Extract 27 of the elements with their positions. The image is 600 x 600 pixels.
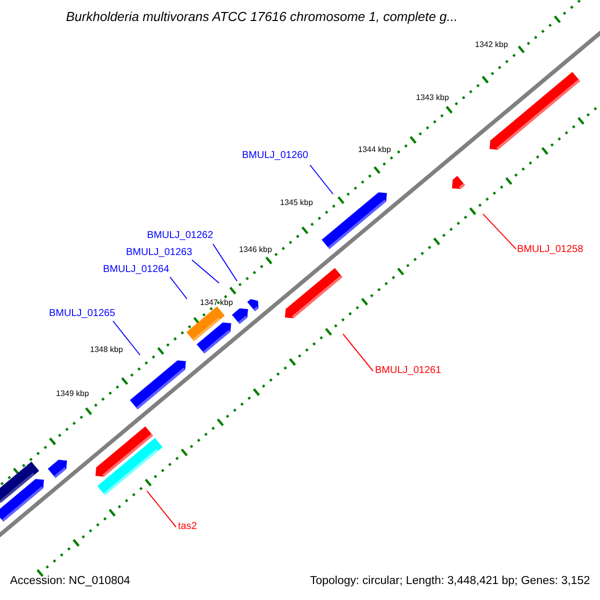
scale-label: 1344 kbp (358, 146, 391, 154)
genome-info-text: Topology: circular; Length: 3,448,421 bp; Genes: 3,152 (310, 576, 590, 588)
leader-line (342, 334, 374, 372)
gene-label: BMULJ_01263 (126, 248, 192, 258)
leader-line (170, 276, 188, 300)
scale-label: 1345 kbp (280, 199, 313, 207)
gene-label: BMULJ_01260 (242, 151, 308, 161)
gene-label: BMULJ_01264 (103, 265, 170, 275)
gene-label: BMULJ_01265 (49, 309, 116, 319)
leader-line (310, 164, 334, 194)
gene-label: tas2 (178, 522, 197, 532)
scale-label: 1346 kbp (239, 246, 272, 254)
scale-label: 1347 kbp (200, 299, 233, 307)
leader-line (212, 244, 238, 282)
accession-text: Accession: NC_010804 (10, 576, 130, 588)
scale-label: 1348 kbp (90, 346, 123, 354)
scale-label: 1349 kbp (56, 390, 89, 398)
leader-line (192, 260, 220, 284)
leader-line (146, 490, 176, 528)
gene-label: BMULJ_01258 (517, 245, 584, 255)
gene-label: BMULJ_01262 (147, 231, 214, 241)
diagram-title: Burkholderia multivorans ATCC 17616 chromosome 1, complete g... (66, 10, 458, 23)
leader-line (482, 214, 516, 250)
scale-label: 1343 kbp (416, 94, 449, 102)
leader-line (112, 320, 140, 356)
gene-label: BMULJ_01261 (375, 366, 442, 376)
scale-label: 1342 kbp (475, 41, 508, 49)
